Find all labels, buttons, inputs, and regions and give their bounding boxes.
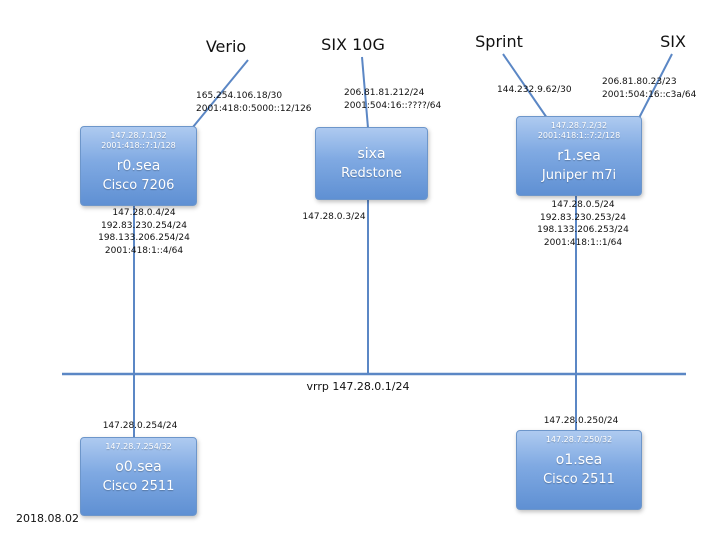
node-sixa: sixa Redstone xyxy=(315,127,428,200)
node-r1-model: Juniper m7i xyxy=(541,168,617,183)
node-sixa-model: Redstone xyxy=(341,166,402,181)
node-r0-loopbacks: 147.28.7.1/32 2001:418::7:1/128 xyxy=(101,131,176,150)
annotation-r1-interfaces: 147.28.0.5/24 192.83.230.253/24 198.133.… xyxy=(537,200,629,248)
uplink-label-six: SIX xyxy=(660,32,686,51)
uplink-label-verio: Verio xyxy=(205,37,247,56)
node-o0-name: o0.sea xyxy=(115,459,162,475)
annotation-o1-lan-ip: 147.28.0.250/24 xyxy=(543,416,619,426)
uplink-label-sprint: Sprint xyxy=(475,32,523,51)
annotation-r0-interfaces: 147.28.0.4/24 192.83.230.254/24 198.133.… xyxy=(98,208,190,256)
lan-vrrp-label: vrrp 147.28.0.1/24 xyxy=(306,380,410,393)
node-o0: 147.28.7.254/32 o0.sea Cisco 2511 xyxy=(80,437,197,516)
node-o1-name: o1.sea xyxy=(555,452,603,468)
annotation-sixa-interface: 147.28.0.3/24 xyxy=(302,212,366,222)
date-label: 2018.08.02 xyxy=(16,512,79,525)
uplink-label-six10g: SIX 10G xyxy=(321,35,385,54)
node-r1-loopbacks: 147.28.7.2/32 2001:418:1::7:2/128 xyxy=(537,121,621,140)
node-o1: 147.28.7.250/32 o1.sea Cisco 2511 xyxy=(516,430,642,510)
annotation-o0-lan-ip: 147.28.0.254/24 xyxy=(102,421,178,431)
node-r1-name: r1.sea xyxy=(557,148,601,164)
annotation-verio-addresses: 165.254.106.18/30 2001:418:0:5000::12/12… xyxy=(196,91,312,114)
node-o1-model: Cisco 2511 xyxy=(543,472,615,487)
link-six-r1 xyxy=(637,53,673,121)
annotation-six-addresses: 206.81.80.23/23 2001:504:16::c3a/64 xyxy=(602,77,697,100)
node-r0-model: Cisco 7206 xyxy=(102,178,175,193)
annotation-sprint-addresses: 144.232.9.62/30 xyxy=(497,85,572,95)
node-o0-model: Cisco 2511 xyxy=(102,479,175,494)
node-r0-name: r0.sea xyxy=(116,158,161,174)
link-six10g-sixa xyxy=(361,56,369,129)
annotation-six10g-addresses: 206.81.81.212/24 2001:504:16::????/64 xyxy=(344,88,442,111)
node-sixa-name: sixa xyxy=(357,146,386,162)
node-r1: 147.28.7.2/32 2001:418:1::7:2/128 r1.sea… xyxy=(516,116,642,196)
link-sprint-r1 xyxy=(502,53,548,119)
node-o0-loopback: 147.28.7.254/32 xyxy=(105,442,172,451)
node-o1-loopback: 147.28.7.250/32 xyxy=(545,435,613,444)
link-verio-r0 xyxy=(192,59,249,128)
node-r0: 147.28.7.1/32 2001:418::7:1/128 r0.sea C… xyxy=(80,126,197,206)
